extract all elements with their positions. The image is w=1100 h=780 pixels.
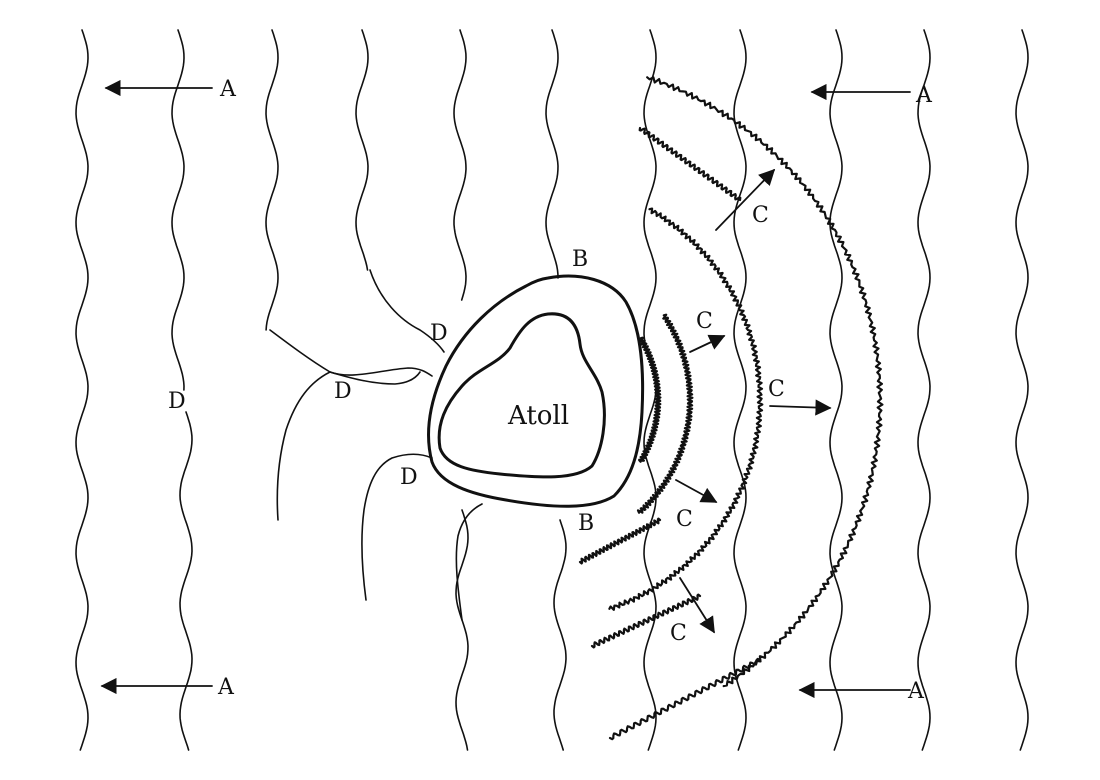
label-a-bottom-left: A (217, 675, 235, 700)
atoll-outer-reef-outline (426, 274, 645, 508)
label-d-upper: D (430, 321, 448, 346)
arrow-c-upper (715, 168, 776, 231)
reflected-crest-arc (646, 76, 884, 688)
reflected-crest-tail (608, 657, 762, 741)
label-c-lower: C (670, 621, 687, 646)
atoll-label: Atoll (507, 401, 569, 431)
arrow-c-mid-lower (675, 479, 718, 503)
wave-crest-line (455, 509, 469, 751)
reflected-crest-tail (578, 517, 662, 565)
label-c-mid-upper: C (696, 309, 713, 334)
reflected-crest-arc (636, 313, 694, 514)
label-d-middle: D (334, 379, 352, 404)
reflected-crest-arc (608, 207, 764, 611)
wave-crest-line (545, 29, 559, 279)
diffracted-crest-upper-left (369, 269, 445, 353)
wave-crest-line (553, 519, 567, 751)
label-d-left: D (168, 389, 186, 414)
label-b-bottom: B (578, 511, 594, 536)
label-c-upper: C (752, 203, 769, 228)
label-c-mid: C (768, 377, 785, 402)
label-a-top-left: A (219, 77, 237, 102)
diffracted-crest-lower-right (455, 503, 483, 621)
arrow-c-mid-upper (689, 334, 726, 353)
wave-crest-line (171, 29, 185, 391)
wave-crest-line (179, 411, 193, 751)
wave-crest-line (1015, 29, 1029, 751)
reflected-crest-tail (590, 593, 702, 649)
diffracted-crest-lower (361, 453, 433, 601)
wave-crests (75, 29, 1029, 751)
label-d-lower: D (400, 465, 418, 490)
wave-crest-line (265, 29, 279, 331)
label-a-top-right: A (915, 83, 933, 108)
reflected-crest-tail (638, 126, 742, 202)
wave-crest-line (829, 29, 843, 751)
wave-crest-line (453, 29, 467, 301)
diffracted-crest-branch (276, 371, 331, 521)
arrow-c-lower (679, 577, 715, 634)
wave-crest-line (75, 29, 89, 751)
diffracted-crest-upper (269, 329, 433, 377)
wave-crest-line (733, 29, 747, 751)
diffracted-crest-upper-lobe (329, 371, 421, 385)
wave-crest-line (917, 29, 931, 751)
label-b-top: B (572, 247, 588, 272)
reflected-crests (578, 76, 884, 741)
wave-crest-line (355, 29, 369, 271)
arrow-c-mid (769, 399, 832, 416)
label-c-mid-lower: C (676, 507, 693, 532)
label-a-bottom-right: A (907, 679, 925, 704)
reflected-crest-arc (638, 336, 662, 463)
atoll-island-outline (437, 312, 606, 479)
